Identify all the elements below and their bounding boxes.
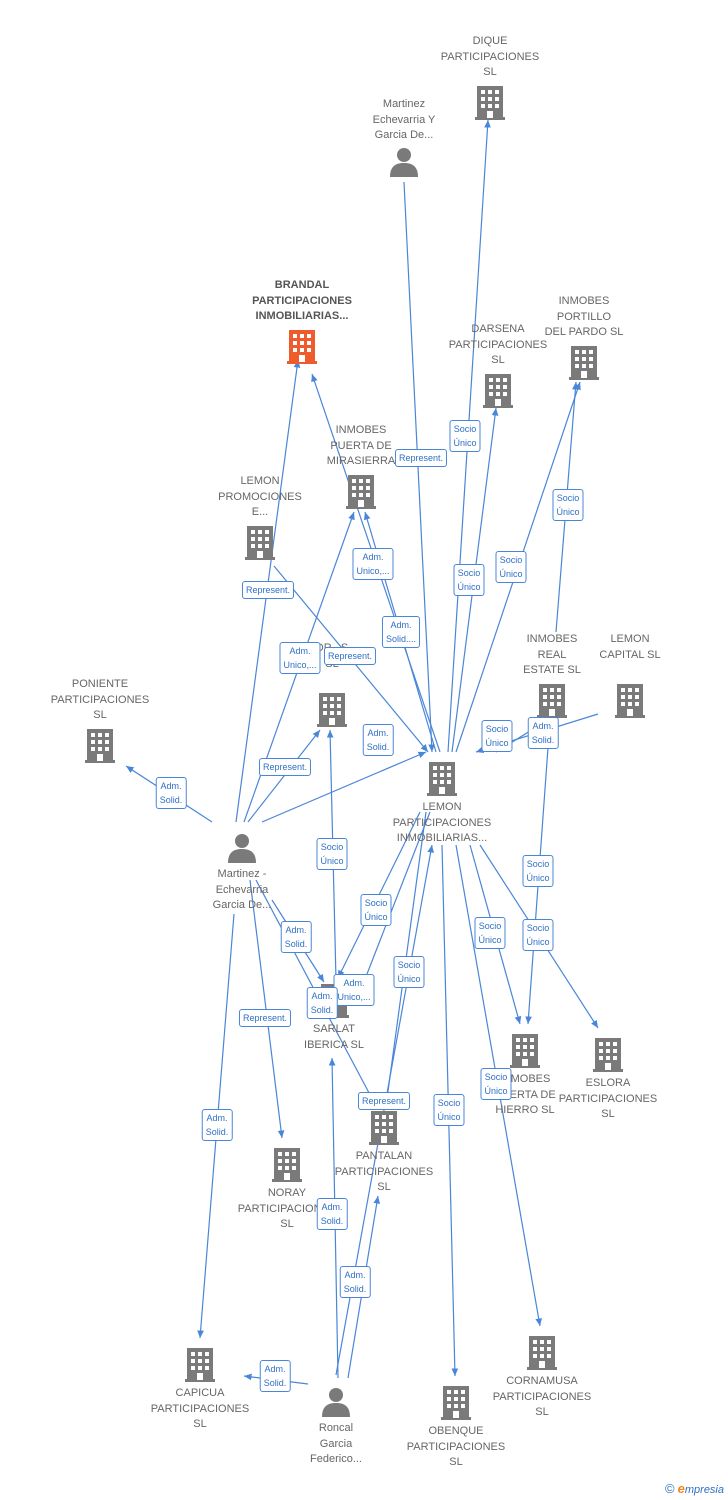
edge-label[interactable]: Adm. Solid. — [259, 1360, 291, 1392]
building-icon[interactable] — [346, 475, 376, 509]
edge-label[interactable]: Adm. Solid. — [280, 921, 312, 953]
edge-label[interactable]: Adm. Solid. — [306, 987, 338, 1019]
edge-label[interactable]: Represent. — [394, 449, 448, 467]
edge-label[interactable]: Represent. — [258, 758, 312, 776]
node-label-inmobes-puerta-hierro[interactable]: INMOBES PUERTA DE HIERRO SL — [494, 1073, 556, 1116]
building-icon[interactable] — [427, 762, 457, 796]
node-label-dique[interactable]: DIQUE PARTICIPACIONES SL — [440, 35, 540, 78]
brand-initial: e — [677, 1481, 685, 1496]
building-icon[interactable] — [537, 684, 567, 718]
edge-label[interactable]: Represent. — [241, 581, 295, 599]
node-label-lemon-capital[interactable]: LEMON CAPITAL SL — [599, 633, 661, 661]
edge-label[interactable]: Socio Único — [481, 720, 513, 752]
building-icon[interactable] — [317, 693, 347, 727]
node-label-martinez-y[interactable]: Martinez Echevarria Y Garcia De... — [372, 98, 436, 141]
building-icon[interactable] — [272, 1148, 302, 1182]
edge-martinez_y-to-lemon_part — [403, 181, 435, 753]
edge-martinez_dash-to-lemon_part — [261, 751, 427, 823]
building-icon[interactable] — [510, 1034, 540, 1068]
edge-label[interactable]: Adm. Unico,... — [279, 642, 321, 674]
node-label-inmobes-puerta-mira[interactable]: INMOBES PUERTA DE MIRASIERRA — [326, 424, 396, 467]
copyright-symbol: © — [665, 1481, 675, 1496]
edge-label[interactable]: Socio Único — [522, 855, 554, 887]
edge-label[interactable]: Represent. — [238, 1009, 292, 1027]
building-icon[interactable] — [527, 1336, 557, 1370]
node-label-poniente[interactable]: PONIENTE PARTICIPACIONES SL — [50, 678, 150, 721]
building-icon[interactable] — [615, 684, 645, 718]
node-label-martinez-dash[interactable]: Martinez - Echevarria Garcia De... — [212, 868, 272, 911]
edge-label[interactable]: Adm. Solid. — [339, 1266, 371, 1298]
person-icon[interactable] — [322, 1388, 350, 1417]
node-label-obenque[interactable]: OBENQUE PARTICIPACIONES SL — [406, 1425, 506, 1468]
building-icon[interactable] — [245, 526, 275, 560]
node-label-darsena[interactable]: DARSENA PARTICIPACIONES SL — [448, 323, 548, 366]
node-label-inmobes-real[interactable]: INMOBES REAL ESTATE SL — [523, 633, 581, 676]
edge-label[interactable]: Adm. Solid. — [201, 1109, 233, 1141]
edge-label[interactable]: Adm. Solid. — [316, 1198, 348, 1230]
person-icon[interactable] — [228, 834, 256, 863]
node-label-capicua[interactable]: CAPICUA PARTICIPACIONES SL — [150, 1387, 250, 1430]
edge-label[interactable]: Socio Único — [480, 1068, 512, 1100]
node-label-eslora[interactable]: ESLORA PARTICIPACIONES SL — [558, 1077, 658, 1120]
edge-label[interactable]: Socio Único — [453, 564, 485, 596]
node-label-sarlat[interactable]: SARLAT IBERICA SL — [304, 1023, 364, 1051]
building-icon[interactable] — [287, 330, 317, 364]
edge-lemon_part-to-sarlat — [359, 811, 431, 993]
edge-label[interactable]: Socio Único — [474, 917, 506, 949]
edge-label[interactable]: Represent. — [323, 647, 377, 665]
building-icon[interactable] — [85, 729, 115, 763]
edge-label[interactable]: Socio Único — [393, 956, 425, 988]
brand-name: mpresia — [684, 1484, 724, 1496]
edge-label[interactable]: Adm. Unico,... — [352, 548, 394, 580]
node-label-inmobes-portillo[interactable]: INMOBES PORTILLO DEL PARDO SL — [544, 295, 624, 338]
node-label-lemon-part[interactable]: LEMON PARTICIPACIONES INMOBILIARIAS... — [392, 801, 492, 844]
node-label-lemon-promo[interactable]: LEMON PROMOCIONES E... — [218, 475, 302, 518]
building-icon[interactable] — [475, 86, 505, 120]
edge-label[interactable]: Socio Único — [495, 551, 527, 583]
empresia-logo: ©empresia — [665, 1481, 724, 1496]
edge-label[interactable]: Adm. Solid. — [527, 717, 559, 749]
building-icon[interactable] — [369, 1111, 399, 1145]
building-icon[interactable] — [441, 1386, 471, 1420]
edge-label[interactable]: Socio Único — [316, 838, 348, 870]
node-label-cornamusa[interactable]: CORNAMUSA PARTICIPACIONES SL — [492, 1375, 592, 1418]
node-label-brandal[interactable]: BRANDAL PARTICIPACIONES INMOBILIARIAS... — [252, 279, 352, 322]
edge-label[interactable]: Represent. — [357, 1092, 411, 1110]
edge-label[interactable]: Socio Único — [449, 420, 481, 452]
edge-label[interactable]: Adm. Unico,... — [333, 974, 375, 1006]
node-label-pantalan[interactable]: PANTALAN PARTICIPACIONES SL — [334, 1150, 434, 1193]
edge-label[interactable]: Adm. Solid.... — [381, 616, 421, 648]
edge-martinez_dash-to-dr — [247, 729, 321, 823]
building-icon[interactable] — [185, 1348, 215, 1382]
node-label-roncal[interactable]: Roncal Garcia Federico... — [310, 1422, 362, 1465]
edge-label[interactable]: Socio Único — [522, 919, 554, 951]
edge-label[interactable]: Adm. Solid. — [155, 777, 187, 809]
node-label-noray[interactable]: NORAY PARTICIPACIONES SL — [237, 1187, 337, 1230]
building-icon[interactable] — [593, 1038, 623, 1072]
edge-label[interactable]: Socio Único — [552, 489, 584, 521]
edge-label[interactable]: Socio Único — [360, 894, 392, 926]
edge-label[interactable]: Adm. Solid. — [362, 724, 394, 756]
person-icon[interactable] — [390, 148, 418, 177]
building-icon[interactable] — [569, 346, 599, 380]
building-icon[interactable] — [483, 374, 513, 408]
edge-label[interactable]: Socio Único — [433, 1094, 465, 1126]
